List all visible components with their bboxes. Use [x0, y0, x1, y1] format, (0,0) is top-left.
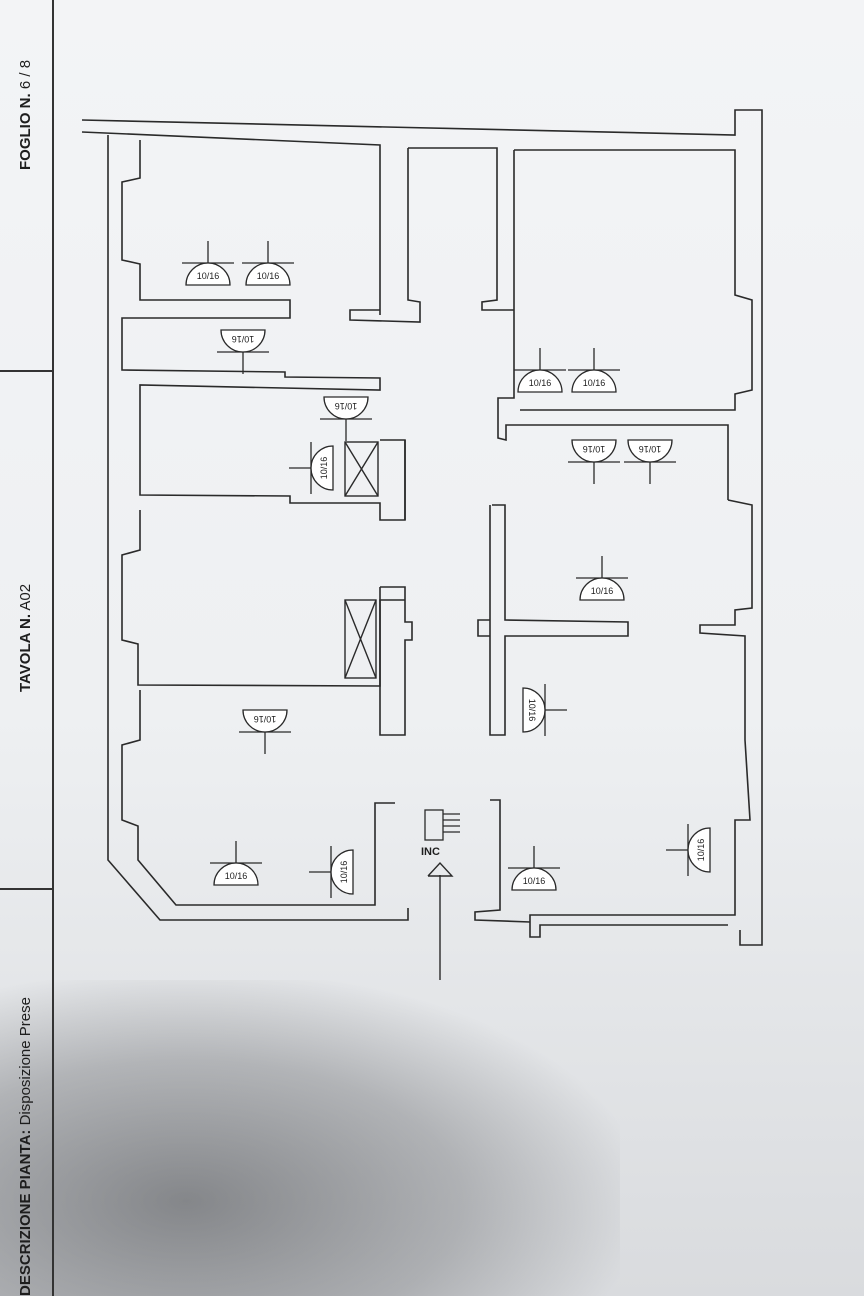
- wall-segment-center: [380, 439, 406, 520]
- photo-shadow: [0, 980, 620, 1296]
- outlet-label: 10/16: [197, 271, 220, 281]
- outlet-label: 10/16: [257, 271, 280, 281]
- outlet-symbol: 10/16: [568, 439, 620, 484]
- outlet-label: 10/16: [225, 871, 248, 881]
- title-block: FOGLIO N. 6 / 8 TAVOLA N. A02 DESCRIZION…: [0, 0, 54, 1296]
- title-block-divider: [0, 370, 52, 372]
- corridor-wall-right: [477, 504, 629, 736]
- outer-wall-right-inner: [514, 149, 753, 411]
- entrance-wall-right: [474, 799, 531, 923]
- utility-shaft-upper: [344, 441, 379, 497]
- outlet-label: 10/16: [523, 876, 546, 886]
- outer-wall-right-lower: [529, 499, 753, 938]
- outlet-symbol: 10/16: [320, 396, 372, 441]
- outlet-label: 10/16: [339, 861, 349, 884]
- outer-wall-top-inner: [81, 131, 381, 315]
- outlet-symbol: 10/16: [242, 241, 294, 286]
- outlet-symbol: 10/16: [217, 329, 269, 374]
- outlet-symbol: 10/16: [576, 556, 628, 601]
- outlet-label: 10/16: [319, 457, 329, 480]
- outlet-symbol: 10/16: [289, 442, 334, 494]
- entrance-label: INC: [421, 846, 440, 858]
- outer-wall-left-bottom: [121, 690, 395, 906]
- outer-wall-left: [107, 135, 409, 921]
- wall-segment-center-lower: [379, 586, 413, 736]
- outer-wall-top: [81, 109, 763, 946]
- outlet-symbol: 10/16: [239, 709, 291, 754]
- corridor-wall-left: [349, 148, 421, 323]
- entrance-arrow-icon: [427, 861, 454, 980]
- outlet-symbol: 10/16: [182, 241, 234, 286]
- outlet-label: 10/16: [254, 714, 277, 724]
- outer-wall-left-lower: [121, 510, 405, 687]
- outlet-symbol: 10/16: [508, 846, 560, 891]
- utility-shaft-lower: [344, 599, 377, 679]
- title-block-divider: [0, 888, 52, 890]
- corridor-wall-right-top: [497, 150, 729, 500]
- electrical-panel: [424, 809, 460, 841]
- outlet-symbol: 10/16: [309, 846, 354, 898]
- outlet-label: 10/16: [591, 586, 614, 596]
- outlet-label: 10/16: [529, 378, 552, 388]
- outlet-label: 10/16: [527, 699, 537, 722]
- outlet-label: 10/16: [696, 839, 706, 862]
- outlet-symbol: 10/16: [666, 824, 711, 876]
- corridor-wall-top-mid: [408, 147, 514, 311]
- outlet-symbol: 10/16: [210, 841, 262, 886]
- outlet-label: 10/16: [335, 401, 358, 411]
- outlet-symbol: 10/16: [568, 348, 620, 393]
- outlet-symbol: 10/16: [522, 684, 567, 736]
- outlet-label: 10/16: [232, 334, 255, 344]
- outlet-label: 10/16: [583, 378, 606, 388]
- outer-wall-left-inner: [121, 140, 406, 521]
- outlet-symbol: 10/16: [514, 348, 566, 393]
- outlet-symbol: 10/16: [624, 439, 676, 484]
- outlet-label: 10/16: [583, 444, 606, 454]
- outlet-label: 10/16: [639, 444, 662, 454]
